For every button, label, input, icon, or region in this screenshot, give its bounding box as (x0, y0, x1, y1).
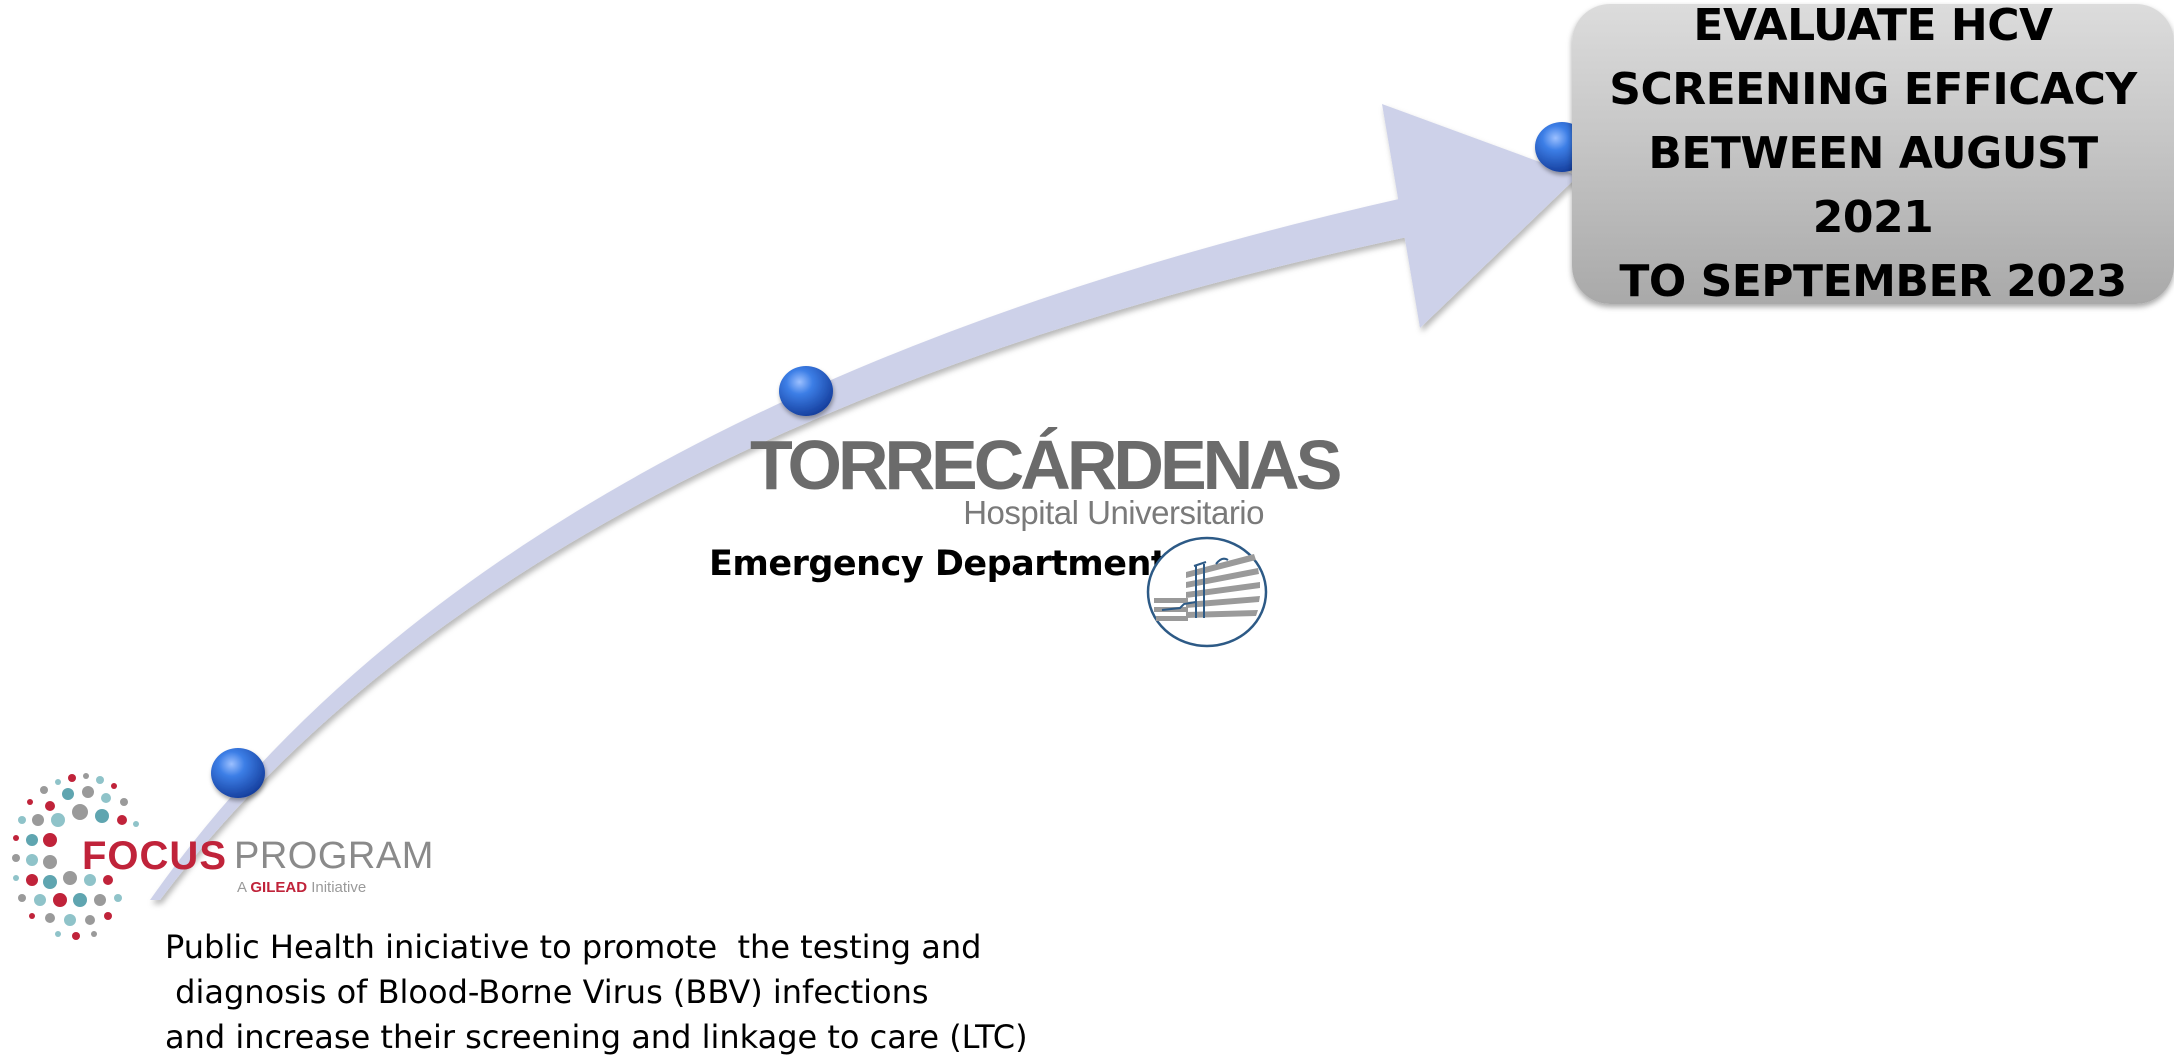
department-label: Emergency Department (709, 544, 1168, 584)
initiative-prefix: A (237, 879, 247, 896)
description-line: and increase their screening and linkage… (165, 1018, 1028, 1056)
gilead-brand: GILEAD (250, 879, 308, 896)
arrow-head (1382, 104, 1578, 328)
focus-program-logo-icon (12, 773, 139, 940)
description-line: diagnosis of Blood-Borne Virus (BBV) inf… (165, 973, 929, 1011)
hospital-building-icon (1146, 536, 1268, 648)
milestone-dot-start (211, 748, 265, 798)
program-logo-word: PROGRAM (234, 835, 434, 877)
milestone-dot-middle (779, 366, 833, 416)
goal-box: EVALUATE HCV SCREENING EFFICACY BETWEEN … (1572, 0, 2174, 307)
focus-logo-word: FOCUS (82, 834, 227, 878)
goal-text: EVALUATE HCV SCREENING EFFICACY BETWEEN … (1609, 0, 2137, 307)
description-line: Public Health iniciative to promote the … (165, 928, 982, 966)
program-description: Public Health iniciative to promote the … (165, 925, 1028, 1060)
hospital-subtitle: Hospital Universitario (963, 494, 1264, 531)
gilead-initiative-tagline: A GILEAD Initiative (237, 878, 366, 898)
initiative-suffix: Initiative (311, 879, 367, 896)
hospital-name-logo: TORRECÁRDENAS (750, 426, 1342, 504)
